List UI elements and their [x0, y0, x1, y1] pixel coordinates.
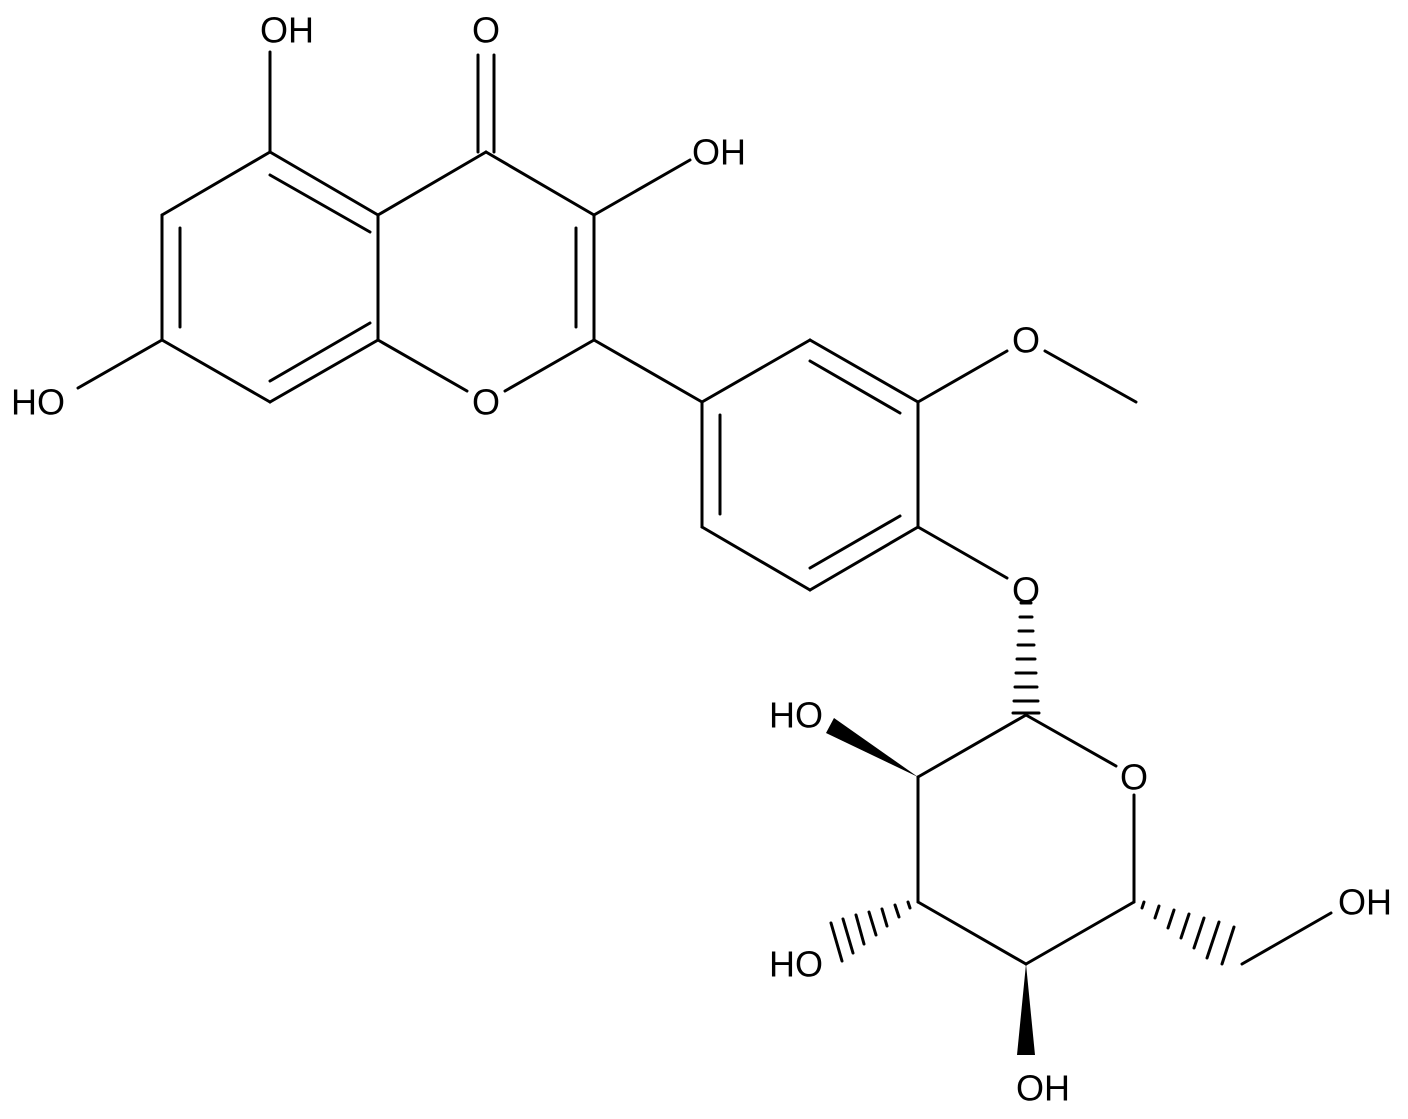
bond	[268, 150, 380, 217]
hashed-bond-anomeric	[1011, 601, 1041, 715]
carbonyl-bond	[476, 53, 496, 154]
bond	[1140, 900, 1146, 910]
bond-7-oh	[76, 338, 164, 390]
bond	[808, 514, 902, 570]
bond	[808, 525, 920, 592]
label-oh-7: HO	[11, 382, 65, 423]
bond	[268, 321, 372, 383]
bond	[268, 173, 372, 234]
bond	[1153, 904, 1161, 920]
hashed-bond-c3-oh	[829, 900, 912, 963]
label-oh-sugar-2: HO	[769, 695, 823, 736]
bond	[808, 359, 902, 415]
pyranose-ring-bonds	[916, 713, 1136, 966]
label-oh-sugar-4: OH	[1016, 1068, 1070, 1109]
bond	[829, 921, 844, 963]
bond	[1192, 916, 1206, 950]
bond	[916, 900, 1028, 966]
bond	[700, 525, 812, 592]
bond	[1166, 908, 1176, 930]
bond	[160, 150, 272, 217]
bond	[376, 150, 488, 217]
label-carbonyl-o: O	[472, 10, 500, 51]
bond	[880, 907, 889, 928]
bond	[700, 338, 812, 404]
bond	[906, 900, 912, 910]
label-glycosidic-o: O	[1012, 570, 1040, 611]
ring-a-bonds	[160, 150, 380, 404]
bond	[503, 338, 596, 393]
label-pyranose-o: O	[1120, 757, 1148, 798]
label-methoxy-o: O	[1012, 320, 1040, 361]
bond-methoxy-ch3	[1043, 349, 1138, 404]
ring-b-bonds	[700, 338, 920, 592]
bond	[841, 917, 855, 955]
bond	[916, 713, 1028, 779]
label-oh-6prime: OH	[1338, 882, 1392, 923]
bond	[1179, 912, 1191, 940]
bond-c2-b-ring	[592, 338, 704, 404]
ring-c-bonds	[376, 150, 596, 393]
wedge-bond-c4-oh	[1017, 964, 1035, 1055]
bond	[1220, 925, 1236, 966]
bond-3-oh	[592, 158, 692, 217]
bond	[808, 338, 920, 404]
bond	[484, 150, 596, 217]
bond	[893, 903, 901, 919]
bond-methoxy-o	[916, 349, 1009, 404]
bond	[1024, 713, 1118, 768]
bond	[1024, 900, 1136, 966]
hashed-bond-c5-ch2	[1140, 900, 1236, 966]
bond	[854, 913, 866, 946]
label-oh-3: OH	[692, 132, 746, 173]
bond	[268, 338, 380, 404]
label-ring-o: O	[472, 382, 500, 423]
bond-ch2-oh	[1240, 911, 1333, 966]
bond	[867, 910, 878, 937]
bond-aryl-glycosidic-o	[916, 525, 1009, 580]
label-oh-sugar-3: HO	[769, 944, 823, 985]
bond	[376, 338, 469, 393]
bond	[1205, 920, 1221, 960]
bond	[160, 338, 272, 404]
wedge-bond-c2-oh	[826, 718, 918, 777]
label-oh-5: OH	[260, 10, 314, 51]
